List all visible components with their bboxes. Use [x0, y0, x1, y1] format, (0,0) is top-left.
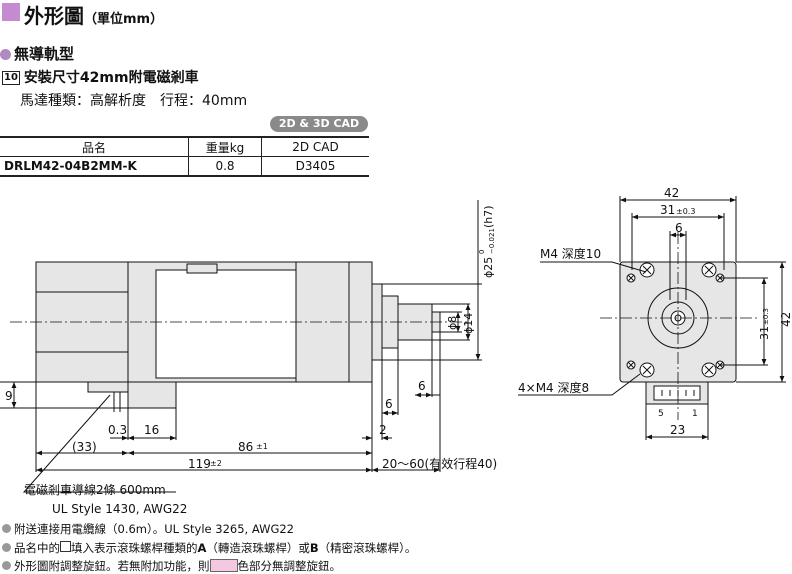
note-text: （轉造滾珠螺桿）或	[206, 541, 310, 555]
note-text: 色部分無調整旋鈕。	[237, 559, 342, 573]
pin-5-label: 5	[658, 409, 664, 419]
section-subtitle: 無導軌型	[0, 43, 74, 64]
highlight-swatch	[209, 559, 238, 572]
side-window	[155, 269, 297, 379]
spec-table: 品名 重量kg 2D CAD DRLM42-04B2MM-K 0.8 D3405	[0, 136, 369, 177]
dim-9-label: 9	[5, 389, 13, 403]
dim-2-label: 2	[379, 423, 387, 437]
screw-hole-icon	[639, 362, 655, 378]
phi14-label: ϕ14	[462, 313, 475, 334]
dim-31-right-label: 31	[758, 326, 771, 340]
brake-lead-label: 電磁剎車導線2條 600mm	[24, 482, 166, 497]
blank-square-icon	[60, 541, 71, 552]
note-code-a: A	[197, 541, 207, 555]
note-model-code: 品名中的填入表示滾珠螺桿種類的A（轉造滾珠螺桿）或B（精密滾珠螺桿）。	[2, 540, 416, 556]
model-heading-text: 安裝尺寸42mm附電磁剎車	[23, 70, 199, 86]
cad-badge[interactable]: 2D & 3D CAD	[270, 116, 368, 132]
ul-style-label: UL Style 1430, AWG22	[52, 502, 187, 516]
note-bullet-icon	[2, 543, 11, 552]
dim-31-right-tol: ±0.3	[762, 308, 770, 325]
brake-box	[127, 381, 177, 409]
screw-hole-icon	[639, 262, 655, 278]
dim-6b-label: 6	[418, 379, 426, 393]
dim-6-top-label: 6	[675, 221, 683, 235]
title-color-box	[2, 3, 20, 21]
subtitle-text: 無導軌型	[14, 45, 75, 63]
phi25-label: ϕ25	[482, 257, 495, 278]
note-adjust-knob: 外形圖附調整旋鈕。若無附加功能，則 色部分無調整旋鈕。	[2, 558, 341, 574]
table-header-row: 品名 重量kg 2D CAD	[0, 136, 369, 157]
m4x4-depth8-label: 4×M4 深度8	[518, 380, 589, 395]
note-text: 品名中的	[14, 541, 60, 555]
dim-03-label: 0.3	[108, 423, 127, 437]
model-number-box: 10	[2, 71, 20, 85]
dim-23-label: 23	[670, 423, 685, 437]
table-header-cell: 重量kg	[188, 136, 262, 157]
stroke-label: 20～60(有效行程40)	[382, 456, 497, 471]
dim-33-label: (33)	[72, 440, 97, 454]
side-view	[0, 200, 482, 493]
dim-119-tol: ±2	[210, 459, 222, 468]
page-title-text: 外形圖	[24, 4, 84, 28]
note-text: 附送連接用電纜線（0.6m）。UL Style 3265, AWG22	[14, 522, 294, 536]
dim-6a-label: 6	[385, 397, 393, 411]
screw-hole-icon	[701, 262, 717, 278]
dim-42-right-label: 42	[779, 312, 792, 327]
phi25-tol-lower: −0.021	[488, 228, 496, 254]
table-header-cell: 品名	[0, 136, 189, 157]
note-code-b: B	[309, 541, 319, 555]
phi25-fit: (h7)	[482, 205, 495, 228]
phi8-label: ϕ8	[446, 316, 459, 330]
dim-42-top-label: 42	[664, 186, 679, 200]
note-text: 填入表示滾珠螺桿種類的	[71, 541, 198, 555]
note-bullet-icon	[2, 524, 11, 533]
dim-16-label: 16	[144, 423, 159, 437]
dim-119-label: 119	[188, 457, 211, 471]
note-bullet-icon	[2, 561, 11, 570]
table-cell-cad[interactable]: D3405	[261, 156, 369, 177]
page-title-unit: （單位mm）	[84, 12, 164, 27]
dim-31-top-label: 31	[660, 203, 675, 217]
phi25-tol-upper: 0	[478, 250, 486, 254]
note-text: 外形圖附調整旋鈕。若無附加功能，則	[14, 559, 210, 573]
dim-86-tol: ±1	[256, 442, 268, 451]
note-text: （精密滾珠螺桿）。	[318, 541, 417, 555]
note-cable: 附送連接用電纜線（0.6m）。UL Style 3265, AWG22	[2, 521, 294, 537]
spec-line: 馬達種類：高解析度 行程：40mm	[20, 93, 248, 109]
end-view	[518, 196, 786, 440]
dim-86-label: 86	[238, 440, 253, 454]
m4-depth10-label: M4 深度10	[540, 246, 601, 261]
table-row: DRLM42-04B2MM-K 0.8 D3405	[0, 156, 369, 177]
page-title: 外形圖（單位mm）	[24, 0, 163, 29]
dim-31-top-tol: ±0.3	[676, 207, 695, 216]
table-header-cell: 2D CAD	[261, 136, 369, 157]
pin-1-label: 1	[692, 409, 698, 419]
bullet-dot-icon	[0, 49, 11, 60]
table-cell-weight: 0.8	[188, 156, 262, 177]
screw-hole-icon	[701, 362, 717, 378]
table-cell-model: DRLM42-04B2MM-K	[0, 156, 189, 177]
